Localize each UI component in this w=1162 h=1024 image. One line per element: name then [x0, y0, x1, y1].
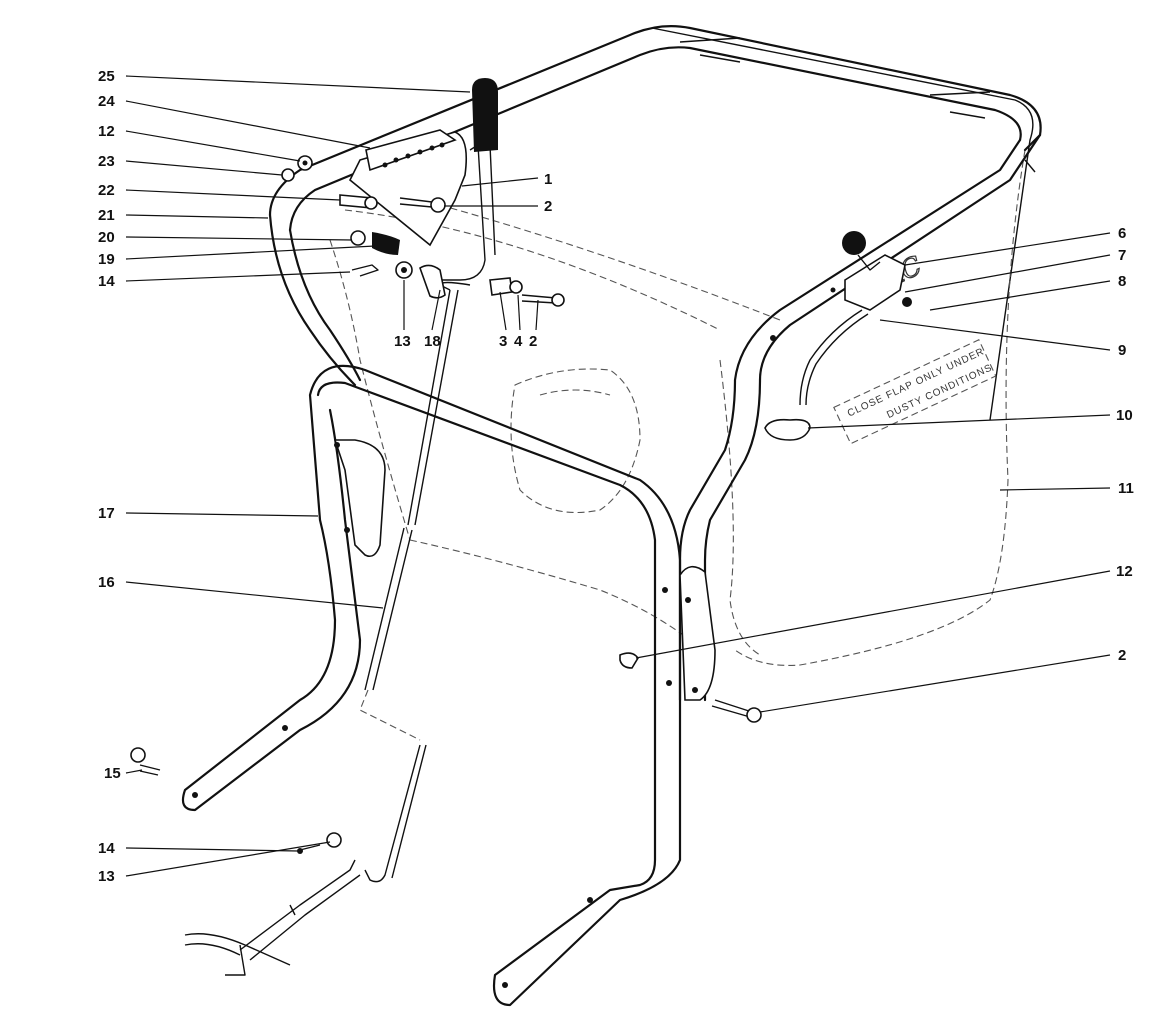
callout-13-lower: 13 [98, 868, 115, 885]
callout-14-lower: 14 [98, 840, 115, 857]
callout-17: 17 [98, 505, 115, 522]
callout-20: 20 [98, 229, 115, 246]
callout-9: 9 [1118, 342, 1126, 359]
callout-22: 22 [98, 182, 115, 199]
shift-lever-assembly [348, 78, 498, 299]
callout-18: 18 [424, 333, 441, 350]
upper-handle-frame [268, 25, 1042, 702]
callout-15: 15 [104, 765, 121, 782]
grass-bag [329, 27, 1036, 666]
control-rod [359, 281, 471, 883]
lower-handle [181, 364, 716, 1007]
callout-21: 21 [98, 207, 115, 224]
hardware [130, 155, 762, 976]
callout-6: 6 [1118, 225, 1126, 242]
leader-lines [125, 75, 1111, 877]
callout-25: 25 [98, 68, 115, 85]
callout-11: 11 [1118, 480, 1134, 497]
callout-23: 23 [98, 153, 115, 170]
callout-19: 19 [98, 251, 115, 268]
callout-12-upper: 12 [98, 123, 115, 140]
callout-2-lever: 2 [529, 333, 537, 350]
callout-3: 3 [499, 333, 507, 350]
throttle-control [764, 231, 912, 441]
callout-4: 4 [514, 333, 523, 350]
callout-1: 1 [544, 171, 552, 188]
callout-2-upper: 2 [544, 198, 552, 215]
callout-10: 10 [1116, 407, 1133, 424]
callout-2-lower: 2 [1118, 647, 1126, 664]
callout-7: 7 [1118, 247, 1126, 264]
callout-14-upper: 14 [98, 273, 115, 290]
callout-labels: 25 24 12 23 22 21 20 19 14 13 18 3 4 2 1… [98, 68, 1134, 885]
callout-8: 8 [1118, 273, 1126, 290]
callout-12-lower: 12 [1116, 563, 1133, 580]
callout-16: 16 [98, 574, 115, 591]
callout-24: 24 [98, 93, 115, 110]
callout-13-upper: 13 [394, 333, 411, 350]
